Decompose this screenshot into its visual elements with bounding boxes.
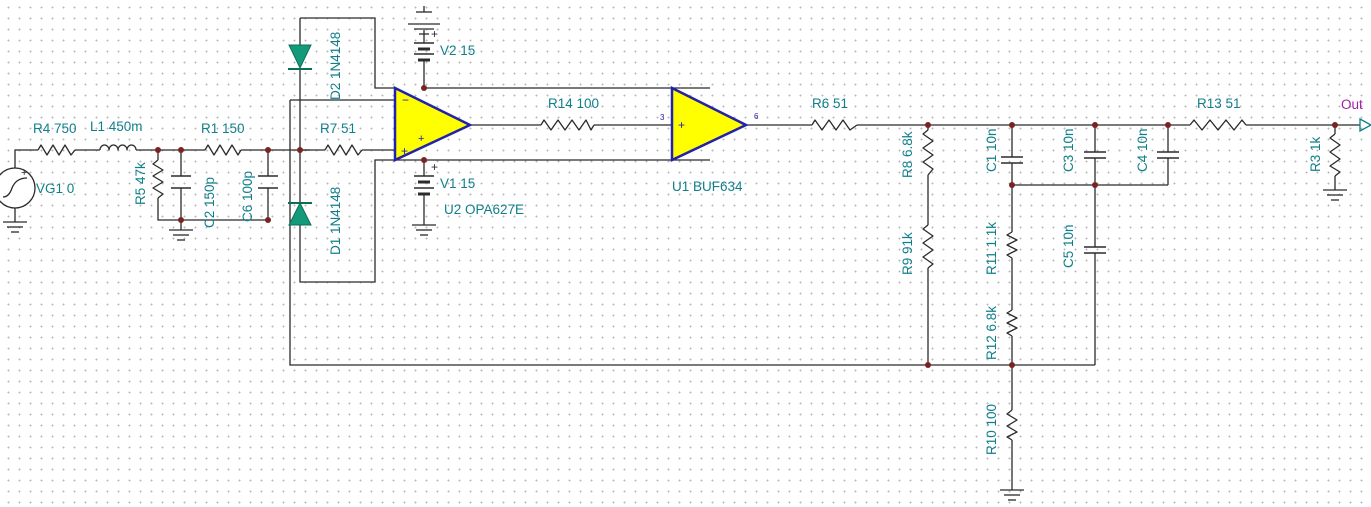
ground-icon: [408, 23, 440, 35]
signal-source-vg1[interactable]: [0, 167, 36, 209]
junction-dot: [265, 147, 271, 153]
label-r1: R1 150: [201, 121, 245, 136]
opamp-u2[interactable]: [393, 85, 473, 162]
label-r3: R3 1k: [1308, 136, 1323, 172]
resistor-r1[interactable]: [204, 144, 242, 156]
capacitor-c1[interactable]: [1001, 156, 1023, 164]
label-c3: C3 10n: [1061, 128, 1076, 172]
component-labels: R4 750 L1 450m R1 150 R7 51 R14 100 R6 5…: [33, 32, 1323, 455]
inductor-l1[interactable]: [99, 144, 137, 151]
label-r14: R14 100: [548, 96, 599, 111]
capacitor-c3[interactable]: [1084, 151, 1106, 159]
buffer-u1[interactable]: [670, 85, 749, 162]
buffer-u1-plus-sign: +: [678, 118, 685, 132]
resistor-r4[interactable]: [37, 144, 76, 156]
label-d1: D1 1N4148: [328, 187, 343, 255]
label-r13: R13 51: [1197, 96, 1241, 111]
label-c2: C2 150p: [202, 177, 217, 228]
label-v1: V1 15: [440, 176, 475, 191]
ground-icon: [169, 229, 193, 241]
junction-dot: [1009, 182, 1015, 188]
junction-dot: [925, 122, 931, 128]
battery-v2-plus-sign: +: [431, 27, 438, 41]
capacitor-c4[interactable]: [1157, 151, 1179, 159]
resistor-r3[interactable]: [1329, 133, 1341, 177]
opamp-u2-minus-sign: −: [402, 93, 409, 107]
label-r6: R6 51: [812, 96, 848, 111]
opamp-u2-plus-sign-inner: +: [418, 133, 424, 145]
battery-v1-plus-sign: +: [431, 160, 438, 174]
ground-symbols: [3, 6, 1347, 501]
junction-dot: [421, 85, 427, 91]
diode-d1[interactable]: [288, 201, 312, 226]
battery-v1[interactable]: [414, 175, 434, 196]
label-c5: C5 10n: [1061, 224, 1076, 268]
battery-v2[interactable]: [414, 42, 434, 62]
label-out: Out: [1341, 97, 1363, 112]
diode-d2[interactable]: [288, 44, 312, 70]
junction-dot: [1332, 122, 1338, 128]
junction-dot: [297, 147, 303, 153]
pin-number-u1-out: 6: [754, 112, 759, 121]
label-d2: D2 1N4148: [328, 32, 343, 100]
label-r4: R4 750: [33, 121, 77, 136]
resistor-r6[interactable]: [811, 119, 858, 131]
resistor-r12[interactable]: [1006, 309, 1018, 337]
resistor-r13[interactable]: [1189, 119, 1247, 131]
label-r10: R10 100: [984, 404, 999, 455]
label-r5: R5 47k: [133, 162, 148, 205]
ground-icon: [3, 221, 27, 233]
capacitor-c6[interactable]: [258, 175, 278, 189]
junction-dot: [178, 147, 184, 153]
output-port[interactable]: [1359, 117, 1371, 133]
capacitor-c2[interactable]: [171, 175, 191, 189]
label-r12: R12 6.8k: [984, 306, 999, 360]
label-c6: C6 100p: [240, 171, 255, 222]
junction-dot: [178, 217, 184, 223]
junction-dot: [421, 157, 427, 163]
junction-dot: [1092, 122, 1098, 128]
resistor-r10[interactable]: [1006, 409, 1018, 441]
label-c1: C1 10n: [984, 128, 999, 172]
junction-dot: [265, 217, 271, 223]
junction-dot: [1009, 122, 1015, 128]
resistor-r9[interactable]: [922, 224, 934, 269]
label-r11: R11 1.1k: [984, 222, 999, 275]
label-l1: L1 450m: [90, 119, 143, 134]
label-v2: V2 15: [440, 43, 475, 58]
junction-dot: [155, 147, 161, 153]
pin-number-u1-in: 3: [660, 113, 665, 122]
label-c4: C4 10n: [1135, 128, 1150, 172]
label-u1: U1 BUF634: [672, 179, 743, 194]
ground-icon: [1323, 189, 1347, 201]
opamp-u2-plus-sign: +: [401, 144, 408, 158]
junction-dot: [1165, 122, 1171, 128]
label-u2: U2 OPA627E: [444, 202, 524, 217]
label-r7: R7 51: [320, 121, 356, 136]
junction-dot: [1092, 182, 1098, 188]
resistor-r5[interactable]: [152, 159, 164, 199]
capacitor-c5[interactable]: [1084, 246, 1106, 254]
resistor-r7[interactable]: [324, 144, 363, 156]
label-r8: R8 6.8k: [900, 131, 915, 178]
resistor-r11[interactable]: [1006, 231, 1018, 259]
ground-icon: [416, 6, 432, 13]
label-r9: R9 91k: [900, 232, 915, 275]
junction-dot: [925, 362, 931, 368]
junction-dot: [1009, 362, 1015, 368]
ground-icon: [1000, 489, 1024, 501]
label-vg1: VG1 0: [36, 181, 74, 196]
resistor-r14[interactable]: [540, 119, 595, 131]
wires: [14, 17, 1360, 490]
ground-icon: [412, 224, 436, 236]
source-vg1-plus-sign: +: [21, 167, 27, 179]
junction-dots: [155, 85, 1338, 368]
resistor-r8[interactable]: [922, 129, 934, 176]
